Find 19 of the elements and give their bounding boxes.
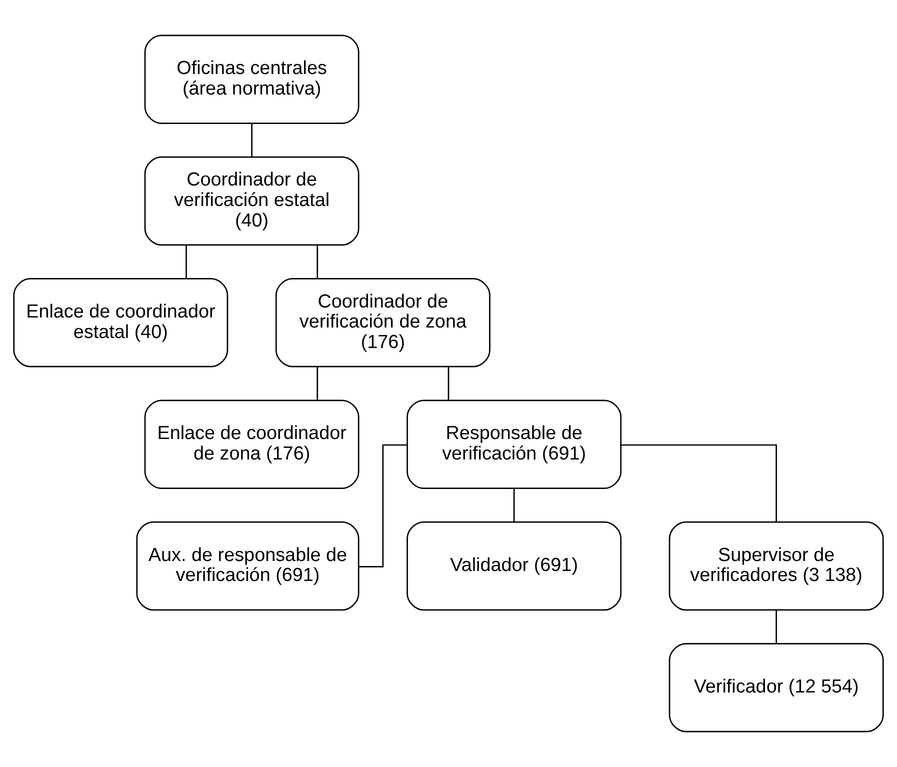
node-box: Oficinas centrales (área normativa) [144, 34, 360, 124]
node-box: Aux. de responsable de verificación (691) [136, 521, 360, 611]
connector [358, 444, 407, 568]
connector [513, 488, 515, 522]
connector [776, 610, 777, 644]
node-box: Supervisor de verificadores (3 138) [668, 521, 884, 611]
node-box: Validador (691) [406, 521, 622, 611]
connector [448, 366, 450, 400]
connector [621, 444, 777, 522]
connector [316, 366, 318, 400]
node-box: Coordinador de verificación estatal (40) [144, 156, 360, 246]
connector [316, 245, 318, 279]
connector [251, 124, 252, 157]
node-box: Enlace de coordinador de zona (176) [144, 400, 360, 489]
node-box: Verificador (12 554) [668, 643, 884, 732]
node-box: Enlace de coordinador estatal (40) [13, 278, 228, 368]
node-box: Coordinador de verificación de zona (176) [275, 278, 490, 368]
node-box: Responsable de verificación (691) [406, 400, 622, 489]
connector [186, 245, 187, 279]
